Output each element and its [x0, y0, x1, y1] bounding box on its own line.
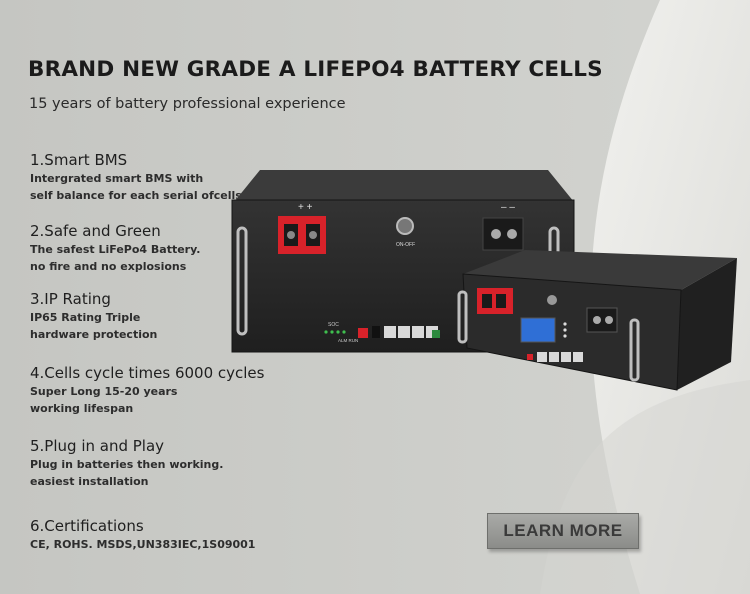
feature-plug-and-play: 5.Plug in and Play Plug in batteries the…	[30, 437, 223, 490]
feature-desc: IP65 Rating Triple	[30, 311, 141, 324]
feature-safe-green: 2.Safe and Green The safest LiFePo4 Batt…	[30, 222, 200, 275]
feature-title: 4.Cells cycle times 6000 cycles	[30, 364, 265, 382]
feature-desc: CE, ROHS. MSDS,UN383IEC,1S09001	[30, 538, 256, 551]
feature-cycle-times: 4.Cells cycle times 6000 cycles Super Lo…	[30, 364, 264, 417]
soc-label: SOC	[328, 322, 339, 328]
headline: BRAND NEW GRADE A LIFEPO4 BATTERY CELLS	[28, 57, 603, 82]
feature-certifications: 6.Certifications CE, ROHS. MSDS,UN383IEC…	[30, 517, 255, 553]
feature-title: 5.Plug in and Play	[30, 437, 165, 455]
feature-ip-rating: 3.IP Rating IP65 Rating Triple hardware …	[30, 290, 157, 343]
feature-desc: Intergrated smart BMS with	[30, 172, 204, 185]
feature-smart-bms: 1.Smart BMS Intergrated smart BMS with s…	[30, 151, 242, 204]
negative-marks: – –	[501, 202, 515, 213]
feature-title: 6.Certifications	[30, 517, 144, 535]
feature-desc: easiest installation	[30, 475, 149, 488]
feature-desc: working lifespan	[30, 402, 134, 415]
switch-label: ON-OFF	[396, 242, 415, 248]
subheadline: 15 years of battery professional experie…	[29, 96, 346, 112]
feature-title: 2.Safe and Green	[30, 222, 161, 240]
learn-more-button[interactable]: LEARN MORE	[487, 513, 639, 549]
feature-desc: no fire and no explosions	[30, 260, 187, 273]
feature-desc: The safest LiFePo4 Battery.	[30, 243, 201, 256]
feature-desc: self balance for each serial ofcells	[30, 189, 242, 202]
battery-angled-image	[457, 250, 737, 391]
positive-marks: + +	[298, 202, 313, 213]
feature-title: 3.IP Rating	[30, 290, 111, 308]
feature-title: 1.Smart BMS	[30, 151, 128, 169]
alarm-label: ALM RUN	[338, 338, 358, 343]
feature-desc: Super Long 15-20 years	[30, 385, 178, 398]
feature-desc: Plug in batteries then working.	[30, 458, 224, 471]
feature-desc: hardware protection	[30, 328, 158, 341]
